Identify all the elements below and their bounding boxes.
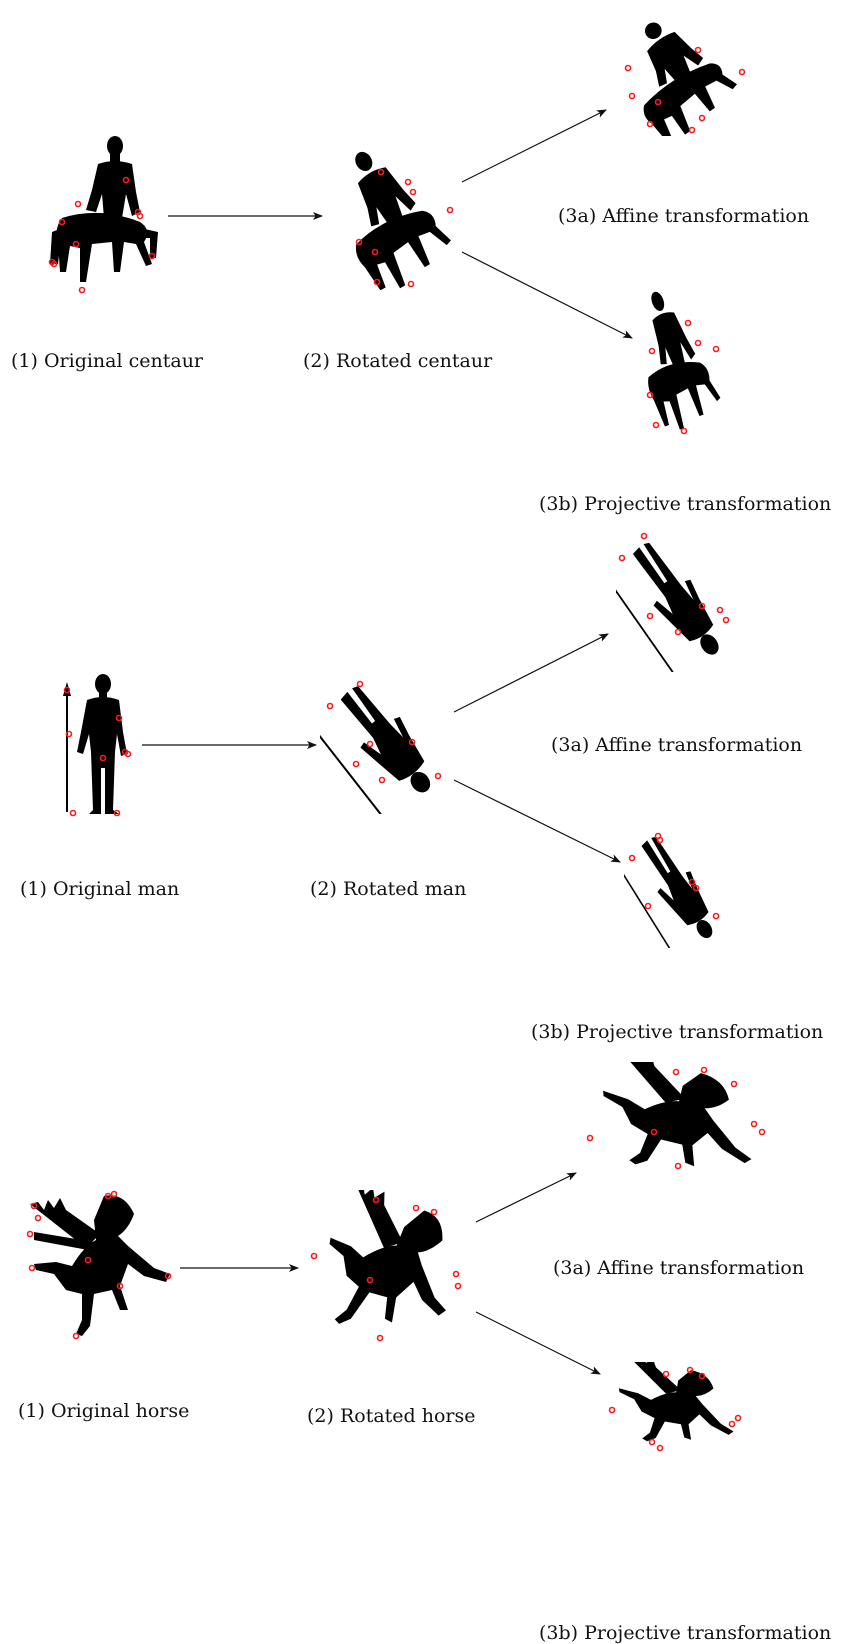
rotated-horse-figure xyxy=(306,1190,470,1342)
rotated-centaur-figure xyxy=(335,140,460,290)
original-man-label: (1) Original man xyxy=(20,878,179,900)
horse-row: (1) Original horse (2) Rotated horse (3a… xyxy=(0,1090,867,1642)
man-row: (1) Original man (2) Rotated man (3a) xyxy=(0,540,867,1090)
projective-centaur-label: (3b) Projective transformation xyxy=(539,493,831,515)
rotated-centaur-label: (2) Rotated centaur xyxy=(303,350,492,372)
rotated-man-label: (2) Rotated man xyxy=(310,878,466,900)
original-centaur-figure xyxy=(40,132,170,300)
affine-centaur-figure xyxy=(622,8,750,136)
rotated-man-figure xyxy=(320,676,450,814)
affine-man-figure xyxy=(616,532,736,672)
projective-man-figure xyxy=(624,830,724,948)
affine-centaur-label: (3a) Affine transformation xyxy=(558,205,809,227)
original-centaur-label: (1) Original centaur xyxy=(11,350,203,372)
original-horse-figure xyxy=(24,1190,174,1350)
projective-centaur-figure xyxy=(636,285,726,435)
projective-man-label: (3b) Projective transformation xyxy=(531,1021,823,1043)
original-man-figure xyxy=(55,672,137,822)
centaur-row: (1) Original centaur (2) Rotated centaur xyxy=(0,0,867,540)
affine-horse-label: (3a) Affine transformation xyxy=(553,1257,804,1279)
projective-horse-figure xyxy=(606,1362,748,1458)
projective-horse-label: (3b) Projective transformation xyxy=(539,1622,831,1644)
original-horse-label: (1) Original horse xyxy=(18,1400,189,1422)
affine-horse-figure xyxy=(584,1062,780,1188)
rotated-horse-label: (2) Rotated horse xyxy=(307,1405,476,1427)
affine-man-label: (3a) Affine transformation xyxy=(551,734,802,756)
